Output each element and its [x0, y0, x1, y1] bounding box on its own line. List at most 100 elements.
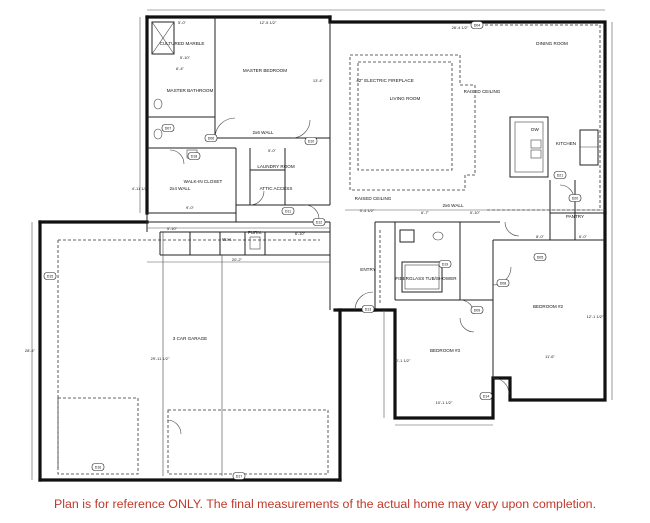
- door-tag: D14: [479, 392, 493, 400]
- door-tag-label: D11: [285, 209, 291, 213]
- dim-label: 10'-1 1/2": [436, 400, 453, 405]
- dim-label: 11'-6": [545, 354, 555, 359]
- dim-label: 4'-11 1/2": [132, 186, 149, 191]
- door-tag-label: D06: [208, 136, 215, 140]
- door-tag-label: D21: [557, 173, 564, 177]
- exterior-walls: [38, 15, 607, 482]
- fiberglass-tub-label: FIBERGLASS TUB/SHOWER: [395, 276, 457, 281]
- laundry-room-label: LAUNDRY ROOM: [257, 164, 295, 169]
- dim-label: 13'-4": [313, 78, 324, 83]
- walk-in-closet-label: WALK-IN CLOSET: [184, 179, 223, 184]
- dim-label: 8'-0": [536, 234, 545, 239]
- bath-fixtures: [151, 21, 444, 293]
- svg-text:WALK-IN CLOSET: WALK-IN CLOSET: [184, 179, 223, 184]
- door-tag: D08: [496, 279, 510, 287]
- door-tag-label: D08: [500, 281, 507, 285]
- dim-label: 28'-4": [25, 348, 36, 353]
- living-room-label: LIVING ROOM: [390, 96, 421, 101]
- bedroom-3-label: BEDROOM #3: [430, 348, 461, 353]
- dim-label: 5'-10": [180, 55, 191, 60]
- raised-ceiling-hall-label: RAISED CEILING: [355, 196, 392, 201]
- dim-label: 5'-10": [470, 210, 481, 215]
- door-tag-label: D10: [308, 139, 315, 143]
- dim-label: 10'-1 1/2": [394, 358, 411, 363]
- dim-label: 5'-0": [268, 148, 277, 153]
- pantry-label: PANTRY: [566, 214, 584, 219]
- dim-label: 20'-2": [232, 257, 243, 262]
- door-tag-label: D13: [365, 307, 372, 311]
- svg-text:11'-6": 11'-6": [545, 354, 555, 359]
- master-bedroom-label: MASTER BEDROOM: [243, 68, 287, 73]
- door-tag-label: D07: [165, 126, 172, 130]
- svg-text:MASTER BATHROOM: MASTER BATHROOM: [167, 88, 214, 93]
- svg-text:28'-4 1/2": 28'-4 1/2": [452, 25, 469, 30]
- svg-text:MASTER BEDROOM: MASTER BEDROOM: [243, 68, 287, 73]
- door-tag-label: D20: [572, 196, 579, 200]
- svg-text:5'-0": 5'-0": [268, 148, 277, 153]
- ceiling-outlines: [57, 24, 601, 470]
- door-tag: D21: [553, 171, 567, 179]
- door-tag: D12: [312, 218, 326, 226]
- svg-text:5'-4 1/2": 5'-4 1/2": [360, 208, 375, 213]
- svg-text:DW: DW: [531, 127, 539, 132]
- door-tag: D09: [470, 306, 484, 314]
- svg-text:29'-11 1/2": 29'-11 1/2": [151, 356, 170, 361]
- door-tag-label: D04: [474, 23, 481, 27]
- svg-text:6'-4": 6'-4": [176, 66, 185, 71]
- svg-text:LIVING ROOM: LIVING ROOM: [390, 96, 421, 101]
- svg-text:LAUNDRY ROOM: LAUNDRY ROOM: [257, 164, 295, 169]
- svg-text:28'-4": 28'-4": [25, 348, 36, 353]
- dim-label: 29'-11 1/2": [151, 356, 170, 361]
- kitchen-label: KITCHEN: [556, 141, 576, 146]
- svg-text:6'-10": 6'-10": [295, 231, 306, 236]
- door-tag: D07: [161, 124, 175, 132]
- door-tag: D16: [91, 463, 105, 471]
- 2x4-wall-label-a: 2x4 WALL: [169, 186, 190, 191]
- svg-text:2x6 WALL: 2x6 WALL: [442, 203, 463, 208]
- dim-label: 28'-4 1/2": [452, 25, 469, 30]
- door-tag-label: D12: [316, 220, 323, 224]
- svg-text:FIBERGLASS TUB/SHOWER: FIBERGLASS TUB/SHOWER: [395, 276, 457, 281]
- door-tag-label: D09: [474, 308, 481, 312]
- dim-label: 5'-4 1/2": [360, 208, 375, 213]
- door-tag: D17: [232, 472, 246, 480]
- garage-label: 3 CAR GARAGE: [173, 336, 207, 341]
- door-tag: D06: [204, 134, 218, 142]
- dim-label: 12'-1 1/2": [587, 314, 604, 319]
- svg-text:6'-0": 6'-0": [579, 234, 588, 239]
- svg-text:BEDROOM #2: BEDROOM #2: [533, 304, 564, 309]
- svg-text:RAISED CEILING: RAISED CEILING: [355, 196, 392, 201]
- master-bathroom-label: MASTER BATHROOM: [167, 88, 214, 93]
- svg-text:5'-10": 5'-10": [180, 55, 191, 60]
- door-tag: D04: [470, 21, 484, 29]
- door-tag: D15: [43, 272, 57, 280]
- door-tag: D18: [187, 152, 201, 160]
- svg-text:9'-0": 9'-0": [186, 205, 195, 210]
- 2x6-wall-label-a: 2x6 WALL: [252, 130, 273, 135]
- dimension-lines: [31, 9, 613, 480]
- svg-text:20'-2": 20'-2": [232, 257, 243, 262]
- dim-label: 5'-10": [167, 226, 178, 231]
- electric-fireplace-label: 42" ELECTRIC FIREPLACE: [356, 78, 414, 83]
- dim-label: 5'-0": [178, 20, 187, 25]
- raised-ceiling-living-label: RAISED CEILING: [464, 89, 501, 94]
- door-tag-label: D17: [236, 474, 243, 478]
- svg-text:ENTRY: ENTRY: [360, 267, 376, 272]
- garage-doors: [57, 232, 329, 476]
- svg-text:BEDROOM #3: BEDROOM #3: [430, 348, 461, 353]
- svg-text:KITCHEN: KITCHEN: [556, 141, 576, 146]
- dim-label: 6'-0": [579, 234, 588, 239]
- wh-label: W.H.: [222, 237, 232, 242]
- svg-text:PANTRY: PANTRY: [566, 214, 584, 219]
- door-tag: D20: [568, 194, 582, 202]
- svg-text:13'-4": 13'-4": [313, 78, 324, 83]
- svg-text:2x4 WALL: 2x4 WALL: [169, 186, 190, 191]
- svg-text:12'-1 1/2": 12'-1 1/2": [587, 314, 604, 319]
- door-tag: D05: [533, 253, 547, 261]
- furn-label: FURN.: [248, 230, 262, 235]
- svg-text:10'-1 1/2": 10'-1 1/2": [436, 400, 453, 405]
- svg-text:42" ELECTRIC FIREPLACE: 42" ELECTRIC FIREPLACE: [356, 78, 414, 83]
- svg-text:5'-0": 5'-0": [178, 20, 187, 25]
- kitchen-fixtures: [509, 116, 599, 178]
- bedroom-2-label: BEDROOM #2: [533, 304, 564, 309]
